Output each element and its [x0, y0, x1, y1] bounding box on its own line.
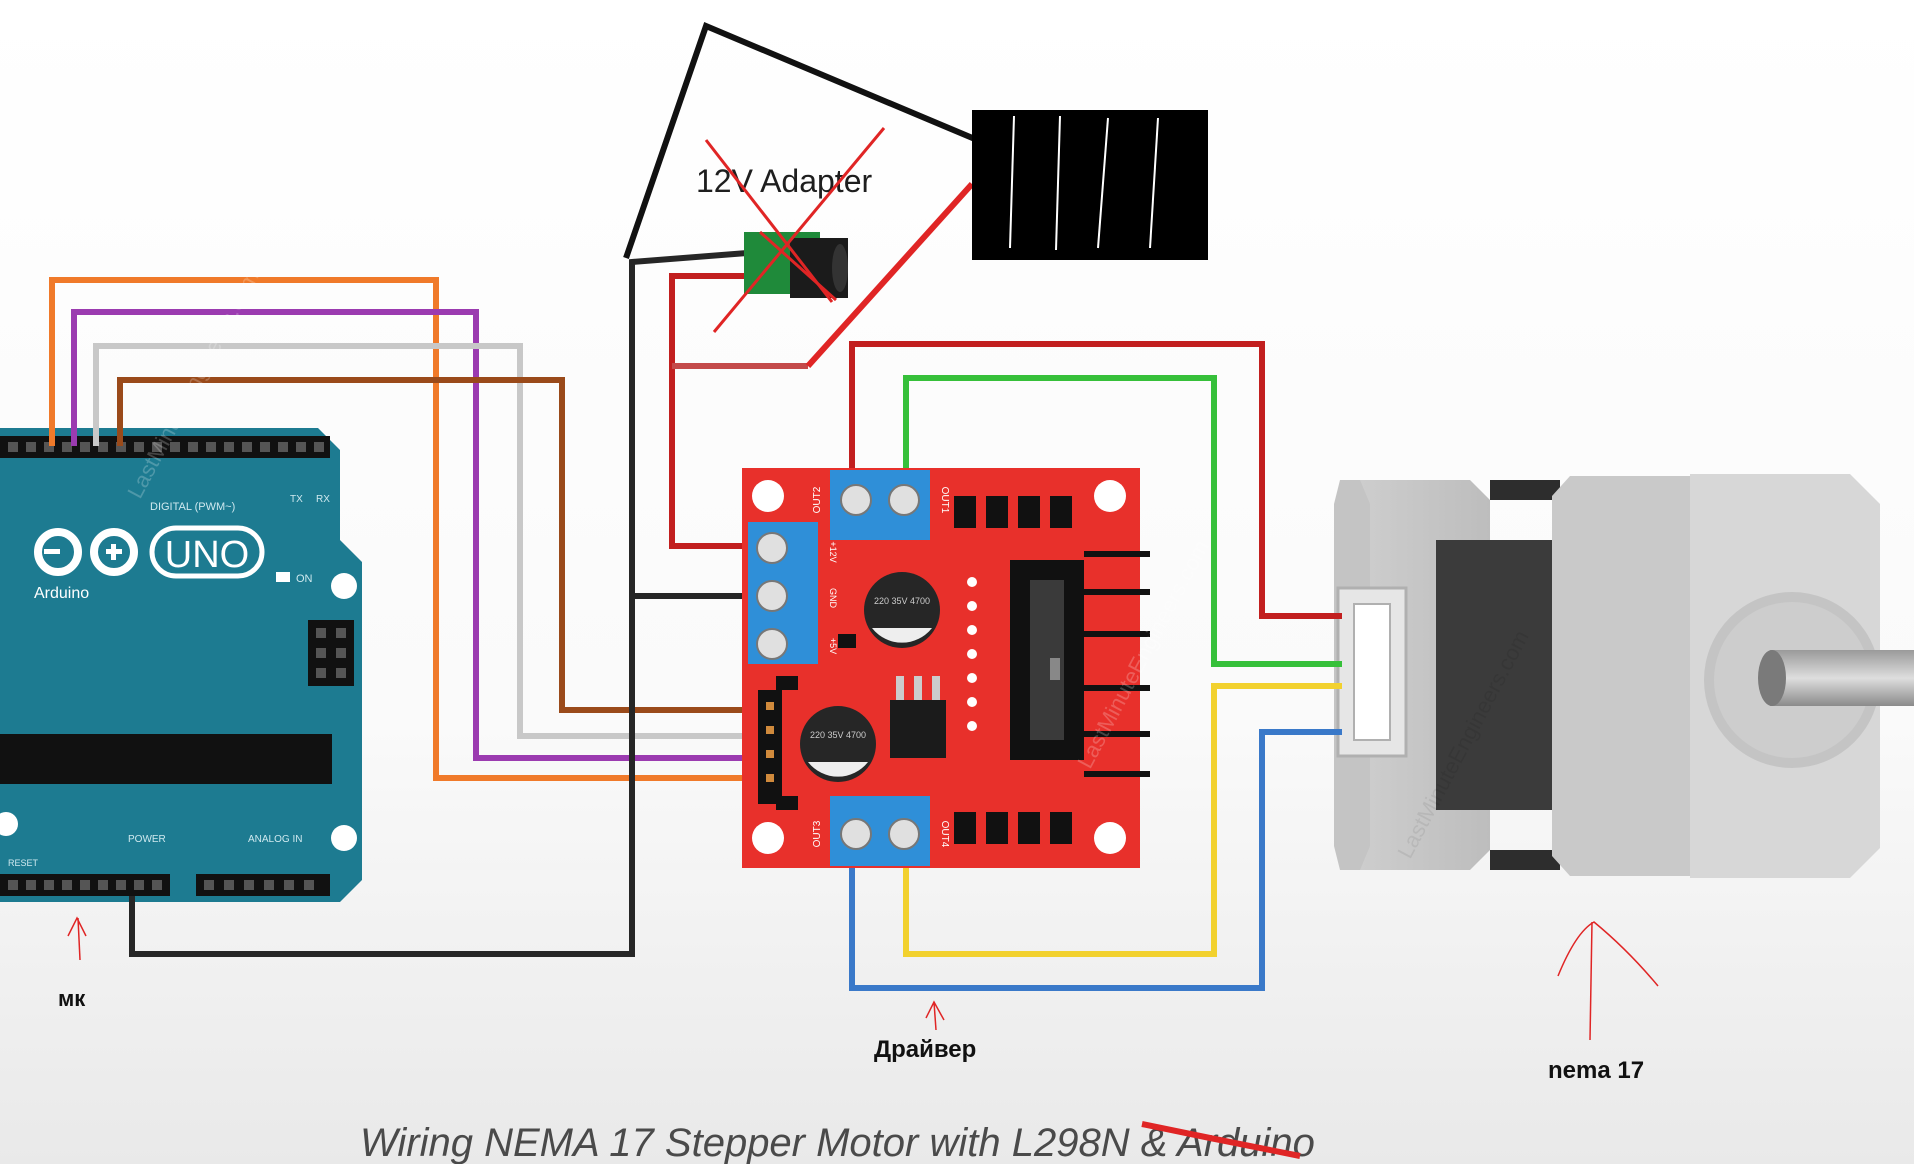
caption-strike-mark [1141, 1121, 1301, 1159]
arduino-logo-icon [34, 528, 138, 576]
mounting-hole [331, 573, 357, 599]
black-ground-wire [129, 249, 761, 957]
input-header-pins [758, 690, 782, 804]
red-12v-wire [669, 273, 760, 549]
reset-label: RESET [8, 858, 39, 868]
l298n-driver-board: OUT2 OUT1 OUT3 OUT4 +12V GND +5V 220 35V… [742, 468, 1150, 868]
nema17-stepper-motor [1334, 474, 1914, 878]
orange-wire [49, 277, 758, 781]
out2-label: OUT2 [812, 486, 823, 513]
uno-logo-text: UNO [165, 534, 249, 576]
mounting-hole [1094, 822, 1126, 854]
atmega-chip [0, 734, 332, 784]
mounting-hole [0, 812, 18, 836]
icsp-header [308, 620, 354, 686]
red-drawn-wire [805, 181, 975, 369]
out1-label: OUT1 [939, 487, 950, 514]
capacitor-top: 220 35V 4700 [864, 572, 940, 648]
digital-header-label: DIGITAL (PWM~) [150, 501, 235, 513]
digital-header-strip [0, 436, 330, 458]
uno-badge [149, 525, 265, 579]
motor-label: nema 17 [1548, 1057, 1644, 1084]
black-drawn-wire [623, 21, 984, 259]
driver-label: Драйвер [874, 1036, 976, 1063]
power-terminal-label: +5V [828, 638, 838, 654]
svg-text:220 35V 4700: 220 35V 4700 [874, 596, 930, 606]
mcu-label: мк [58, 986, 86, 1011]
power-wires [129, 249, 808, 957]
red-coil-wire [849, 341, 1342, 619]
arduino-brand-text: Arduino [34, 585, 89, 602]
motor-mid-section [1552, 476, 1720, 876]
rx-label: RX [316, 494, 330, 505]
mounting-hole [1094, 480, 1126, 512]
brown-wire [117, 377, 758, 713]
gray-wire [93, 343, 758, 739]
diode-array-bottom [954, 812, 1072, 844]
capacitor-bottom: 220 35V 4700 [800, 706, 876, 782]
blue-coil-wire [849, 729, 1342, 991]
out3-label: OUT3 [812, 820, 823, 847]
purple-wire [71, 309, 758, 761]
mounting-hole [752, 822, 784, 854]
analog-header-strip [196, 874, 330, 896]
mcu-annotation: мк [58, 916, 87, 1011]
l298-pins [1084, 551, 1150, 777]
signal-wires [49, 277, 758, 781]
motor-annotation: nema 17 [1548, 921, 1659, 1084]
digital-header-pins [8, 442, 324, 452]
diode-array-top [954, 496, 1072, 528]
arduino-uno-board: DIGITAL (PWM~) TX RX UNO Arduino ON [0, 428, 362, 902]
adapter-label: 12V Adapter [696, 163, 872, 199]
out4-label: OUT4 [939, 821, 950, 848]
mounting-hole [331, 825, 357, 851]
adapter-cross-out-mark [704, 127, 886, 333]
voltage-regulator [890, 700, 946, 758]
on-label: ON [296, 573, 313, 585]
power-terminal-label: GND [828, 588, 838, 609]
green-coil-wire [903, 375, 1342, 667]
power-header-label: POWER [128, 834, 166, 845]
analog-header-label: ANALOG IN [248, 834, 302, 845]
motor-shaft [1770, 650, 1914, 706]
power-terminal-label: +12V [828, 541, 838, 562]
bottom-header-pins [8, 880, 314, 890]
svg-text:220 35V 4700: 220 35V 4700 [810, 730, 866, 740]
smd-led [838, 634, 856, 648]
tx-label: TX [290, 494, 303, 505]
enable-jumpers [776, 676, 798, 810]
yellow-coil-wire [903, 683, 1342, 957]
motor-wires [849, 341, 1342, 991]
on-led [276, 572, 290, 582]
driver-annotation: Драйвер [874, 1000, 976, 1063]
mounting-hole [752, 480, 784, 512]
resistor-row [967, 577, 977, 731]
adapter-jack [744, 232, 848, 298]
battery-pack-drawing [972, 110, 1208, 260]
arduino-pcb [0, 428, 362, 902]
battery-pack [972, 110, 1208, 260]
